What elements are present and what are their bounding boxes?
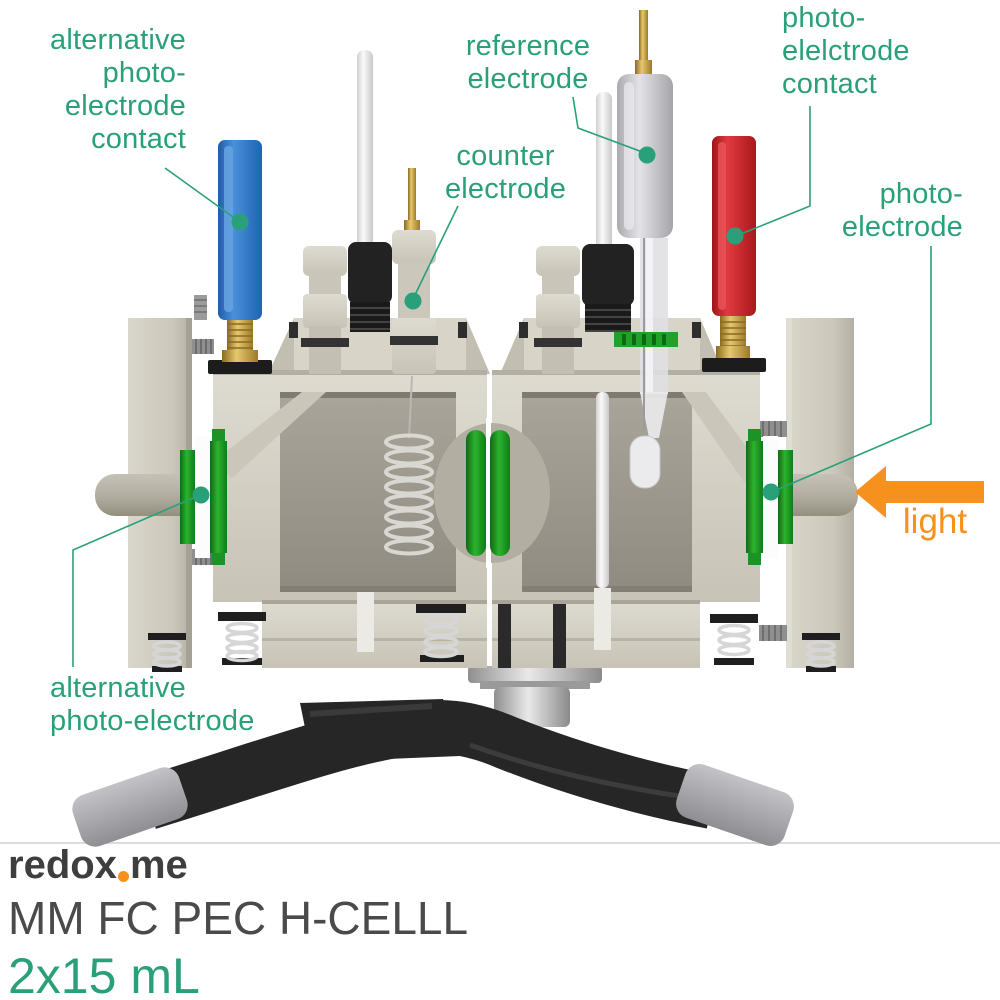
product-name: MM FC PEC H-CELLL: [8, 892, 469, 944]
alt-photo-electrode-connector-blue: [208, 140, 272, 374]
leader-lines: [72, 96, 932, 667]
membrane-windows: [434, 418, 550, 568]
bottom-springs: [148, 604, 840, 672]
port-fitting-right: [534, 246, 582, 374]
tube-nut-left: [348, 242, 392, 332]
label-photo-electrode: photo- electrode: [841, 178, 963, 244]
brand-dot-icon: [117, 871, 129, 882]
label-reference-electrode: reference electrode: [465, 30, 591, 96]
port-fitting-left: [301, 246, 349, 374]
label-photo-electrode-contact: photo- elelctrode contact: [782, 2, 910, 101]
counter-electrode-spring: [384, 375, 434, 556]
stand: [72, 699, 794, 847]
counter-electrode-fitting: [390, 168, 438, 374]
stand-foot-right: [676, 764, 794, 846]
light-arrow-icon: [855, 466, 984, 518]
photo-electrode-connector-red: [702, 136, 766, 372]
label-alternative-photo-electrode-contact: alternative photo- electrode contact: [50, 24, 186, 156]
tube-nut-right: [582, 244, 634, 332]
reference-electrode-glass: [629, 88, 668, 489]
label-light: light: [902, 502, 968, 541]
tube-left: [357, 50, 373, 252]
sight-strip: [614, 332, 678, 347]
brand-logo-text-2: me: [129, 843, 188, 887]
label-counter-electrode: counter electrode: [444, 140, 567, 206]
gas-purge-rod: [596, 392, 609, 588]
annotation-dots: [192, 146, 780, 504]
brand-logo-text-1: redox: [8, 843, 117, 887]
product-volume: 2x15 mL: [8, 948, 200, 1000]
stand-foot-left: [72, 767, 188, 847]
label-alternative-photo-electrode: alternative photo-electrode: [50, 672, 255, 738]
